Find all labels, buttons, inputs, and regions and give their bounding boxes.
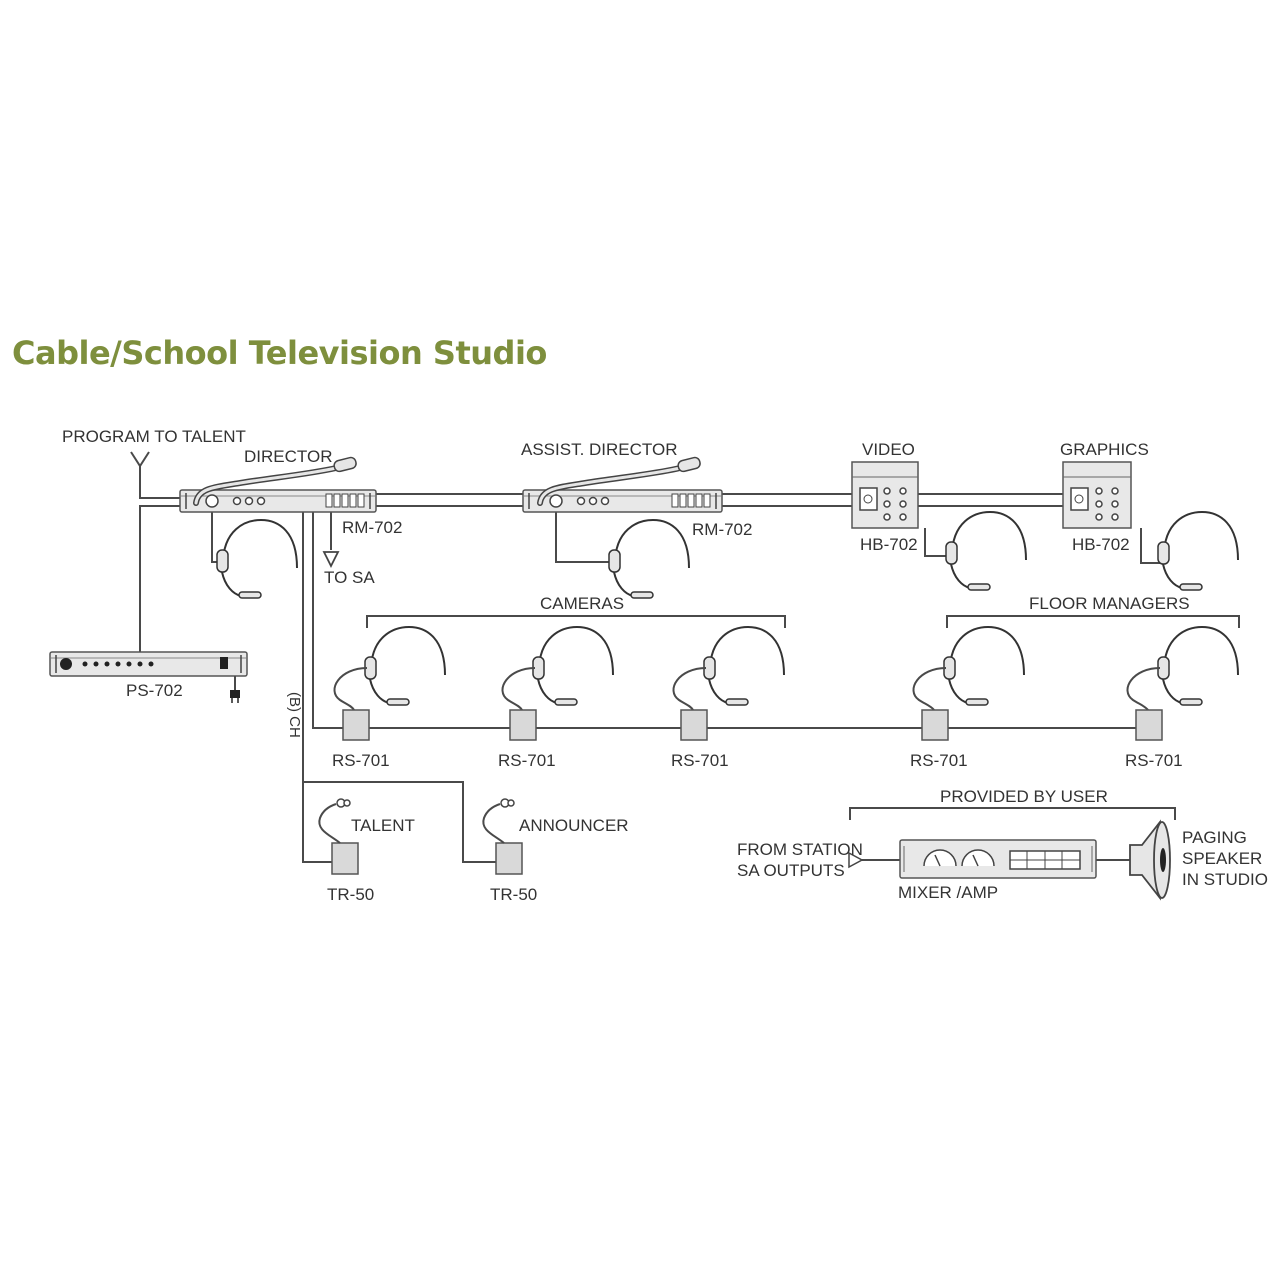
label-tr50-talent: TR-50 [327,885,374,904]
tr50-transceiver-icon [318,798,359,875]
video-hb702-wall-station-icon [851,461,919,529]
label-hb702-graphics: HB-702 [1072,535,1130,554]
microphone-icon [193,456,357,506]
label-announcer: ANNOUNCER [519,816,629,835]
floor-managers-bracket [946,615,1240,628]
label-ch-b: (B) CH [286,692,303,738]
ps702-power-supply-icon [49,651,248,677]
antenna-icon [130,451,150,468]
label-rs701: RS-701 [671,751,729,770]
label-rs701: RS-701 [1125,751,1183,770]
headset-icon [608,518,690,599]
to-sa-arrow-icon [322,551,340,569]
sa-input-arrow-icon [848,851,864,869]
director-rm702-unit [179,489,377,513]
label-provided-by-user: PROVIDED BY USER [940,787,1108,806]
microphone-icon [537,456,701,506]
label-video: VIDEO [862,440,915,459]
headset-icon [1157,510,1239,591]
rs701-belt-pack-icon [1135,709,1163,741]
label-mixer-amp: MIXER /AMP [898,883,998,902]
label-hb702-video: HB-702 [860,535,918,554]
rs701-belt-pack-icon [680,709,708,741]
label-paging-line3: IN STUDIO [1182,870,1268,889]
label-paging-line2: SPEAKER [1182,849,1262,868]
label-to-sa: TO SA [324,568,375,587]
provided-by-user-bracket [849,807,1176,820]
label-rs701: RS-701 [332,751,390,770]
label-rs701: RS-701 [498,751,556,770]
headset-icon [1157,625,1239,706]
label-talent: TALENT [351,816,415,835]
label-tr50-announcer: TR-50 [490,885,537,904]
headset-icon [216,518,298,599]
headset-cords [333,667,1161,711]
graphics-hb702-wall-station-icon [1062,461,1132,529]
label-floor-managers: FLOOR MANAGERS [1029,594,1190,613]
label-rm702-assist: RM-702 [692,520,752,539]
horn-speaker-icon [1129,819,1171,901]
label-director: DIRECTOR [244,447,332,466]
rs701-belt-pack-icon [342,709,370,741]
label-rs701: RS-701 [910,751,968,770]
label-ps702: PS-702 [126,681,183,700]
label-paging-line1: PAGING [1182,828,1247,847]
label-assist-director: ASSIST. DIRECTOR [521,440,678,459]
mixer-amp-icon [899,839,1097,879]
headset-icon [703,625,785,706]
tr50-transceiver-icon [482,798,523,875]
rs701-belt-pack-icon [509,709,537,741]
headset-icon [532,625,614,706]
label-program-to-talent: PROGRAM TO TALENT [62,427,246,446]
page-title: Cable/School Television Studio [12,334,547,372]
wiring [139,465,1161,863]
cameras-bracket [366,615,786,628]
headset-icon [945,510,1027,591]
assist-director-rm702-unit [522,489,723,513]
label-graphics: GRAPHICS [1060,440,1149,459]
label-from-station-line1: FROM STATION [737,840,863,859]
label-rm702-director: RM-702 [342,518,402,537]
label-from-station-line2: SA OUTPUTS [737,861,845,880]
rs701-belt-pack-icon [921,709,949,741]
headset-icon [364,625,446,706]
headset-icon [943,625,1025,706]
power-plug-icon [230,676,240,703]
label-cameras: CAMERAS [540,594,624,613]
